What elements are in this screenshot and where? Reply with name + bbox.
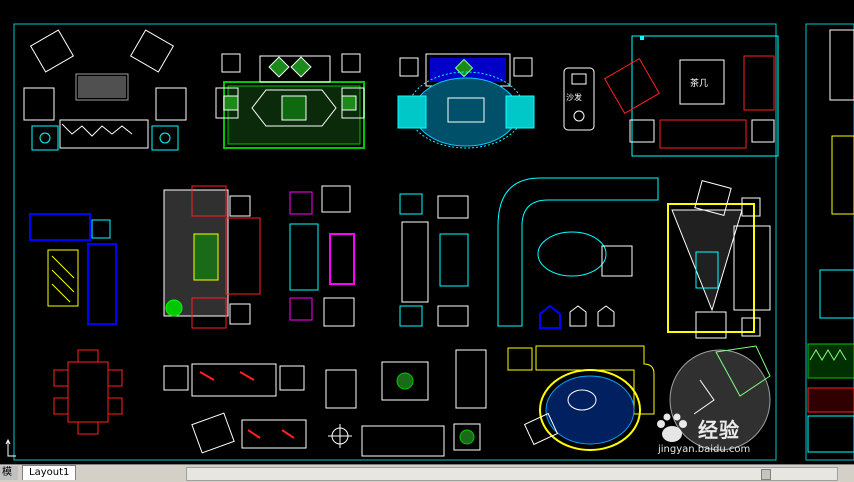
furniture-plan-drawing[interactable]: 沙发 茶几 [0,0,854,464]
side-unit[interactable]: 沙发 [563,67,595,131]
round-rug-set[interactable] [507,345,655,451]
tab-layout1[interactable]: Layout1 [22,465,77,480]
curved-sectional-set[interactable] [497,177,659,329]
living-set-2[interactable] [215,53,365,149]
small-furniture-group[interactable] [325,349,487,457]
round-grey-set[interactable] [669,345,771,451]
baidu-paw-icon [657,413,687,442]
living-set-3[interactable] [397,53,535,149]
living-set-4[interactable]: 茶几 [603,35,779,157]
table-label: 茶几 [690,77,708,89]
watermark-brand: 经验 [698,418,740,442]
layout-tab-bar: 模型 Layout1 [0,464,854,482]
drawing-canvas[interactable]: 沙发 茶几 [0,0,854,464]
tab-model[interactable]: 模型 [0,466,18,480]
ucs-axis-icon [5,438,16,457]
right-sheet-fragments [807,29,854,453]
horizontal-scrollbar[interactable] [186,467,838,481]
sheet-border [13,23,777,461]
baidu-jingyan-watermark: 经验 jingyan.baidu.com [640,408,810,464]
blue-sofa-set[interactable] [29,213,117,325]
sofa-label: 沙发 [566,92,582,102]
red-sofa-set[interactable] [163,185,261,329]
white-sofa-set[interactable] [399,193,469,327]
dining-table-set[interactable] [53,349,123,435]
scrollbar-thumb[interactable] [761,469,771,480]
right-sheet-border [805,23,854,461]
cyan-chair-set[interactable] [289,185,355,327]
living-set-1[interactable] [23,29,187,151]
diagonal-sofa-set[interactable] [667,179,771,339]
watermark-url: jingyan.baidu.com [658,444,751,455]
red-sofa-pair[interactable] [163,363,307,454]
